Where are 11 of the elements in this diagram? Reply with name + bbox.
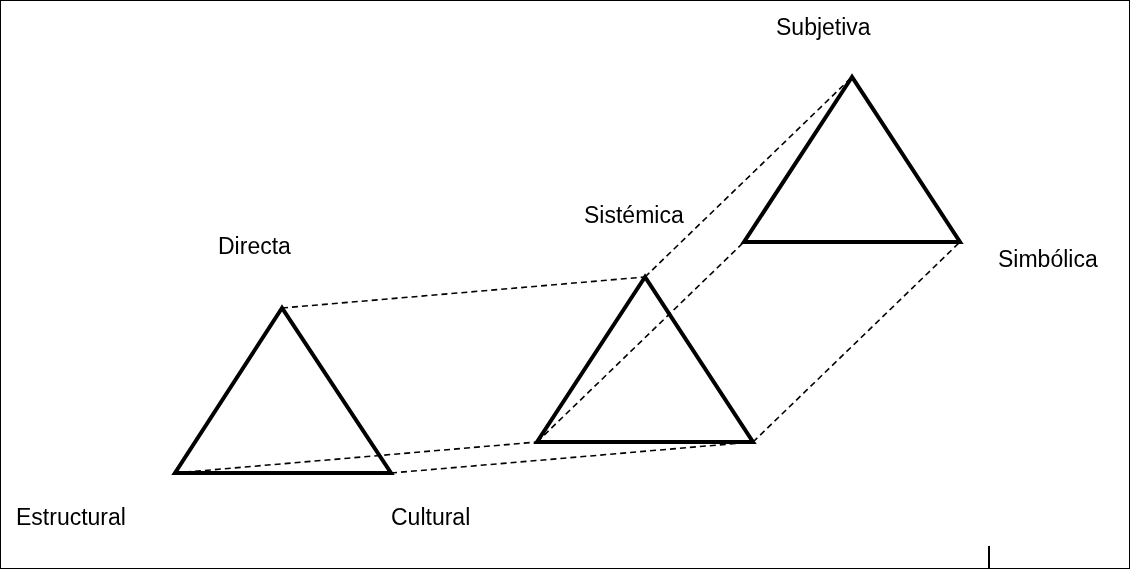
vertex-label: Estructural [16, 506, 126, 529]
triangle [742, 74, 962, 244]
vertex-label: Subjetiva [776, 16, 871, 39]
vertex-label: Directa [218, 235, 291, 258]
vertex-label: Simbólica [998, 248, 1098, 271]
dashed-line [281, 276, 646, 309]
vertex-label: Sistémica [584, 204, 684, 227]
vertex-label: Cultural [391, 506, 471, 529]
triangle [535, 274, 755, 444]
dashed-line [752, 241, 961, 443]
triangle [173, 305, 393, 475]
